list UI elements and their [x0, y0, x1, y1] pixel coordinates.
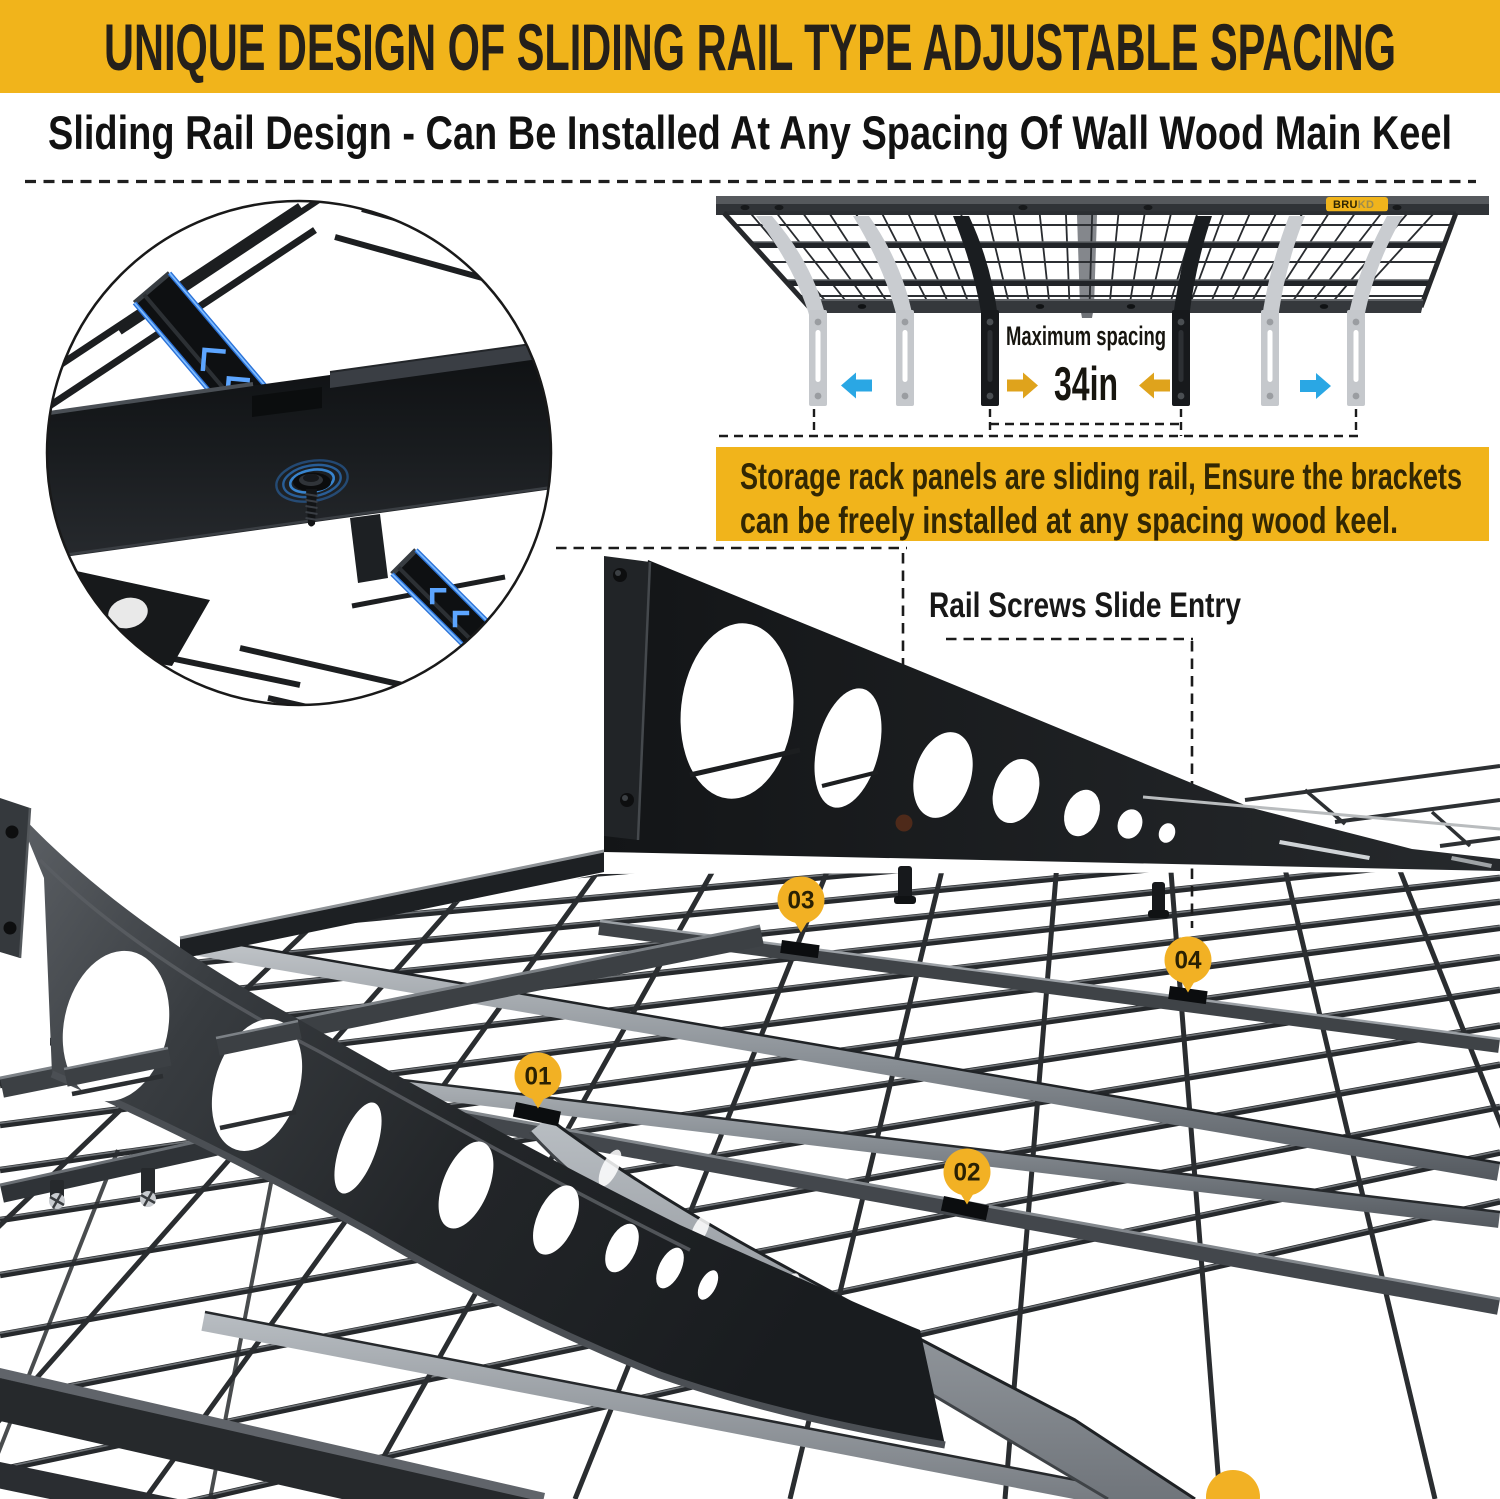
- svg-text:UNIQUE DESIGN OF SLIDING RAIL: UNIQUE DESIGN OF SLIDING RAIL TYPE ADJUS…: [104, 10, 1396, 84]
- svg-text:34in: 34in: [1054, 357, 1118, 410]
- svg-text:BRUKD: BRUKD: [1333, 199, 1374, 211]
- svg-text:Maximum spacing: Maximum spacing: [1006, 321, 1166, 351]
- svg-text:03: 03: [788, 887, 815, 915]
- svg-text:04: 04: [1175, 947, 1202, 975]
- svg-text:Sliding Rail Design - Can Be I: Sliding Rail Design - Can Be Installed A…: [48, 106, 1452, 159]
- svg-text:01: 01: [525, 1063, 552, 1091]
- svg-text:Rail Screws Slide Entry: Rail Screws Slide Entry: [929, 586, 1241, 625]
- svg-text:Storage rack panels are slidin: Storage rack panels are sliding rail, En…: [740, 456, 1462, 497]
- svg-text:can be freely installed at any: can be freely installed at any spacing w…: [740, 500, 1398, 541]
- svg-text:02: 02: [954, 1159, 981, 1187]
